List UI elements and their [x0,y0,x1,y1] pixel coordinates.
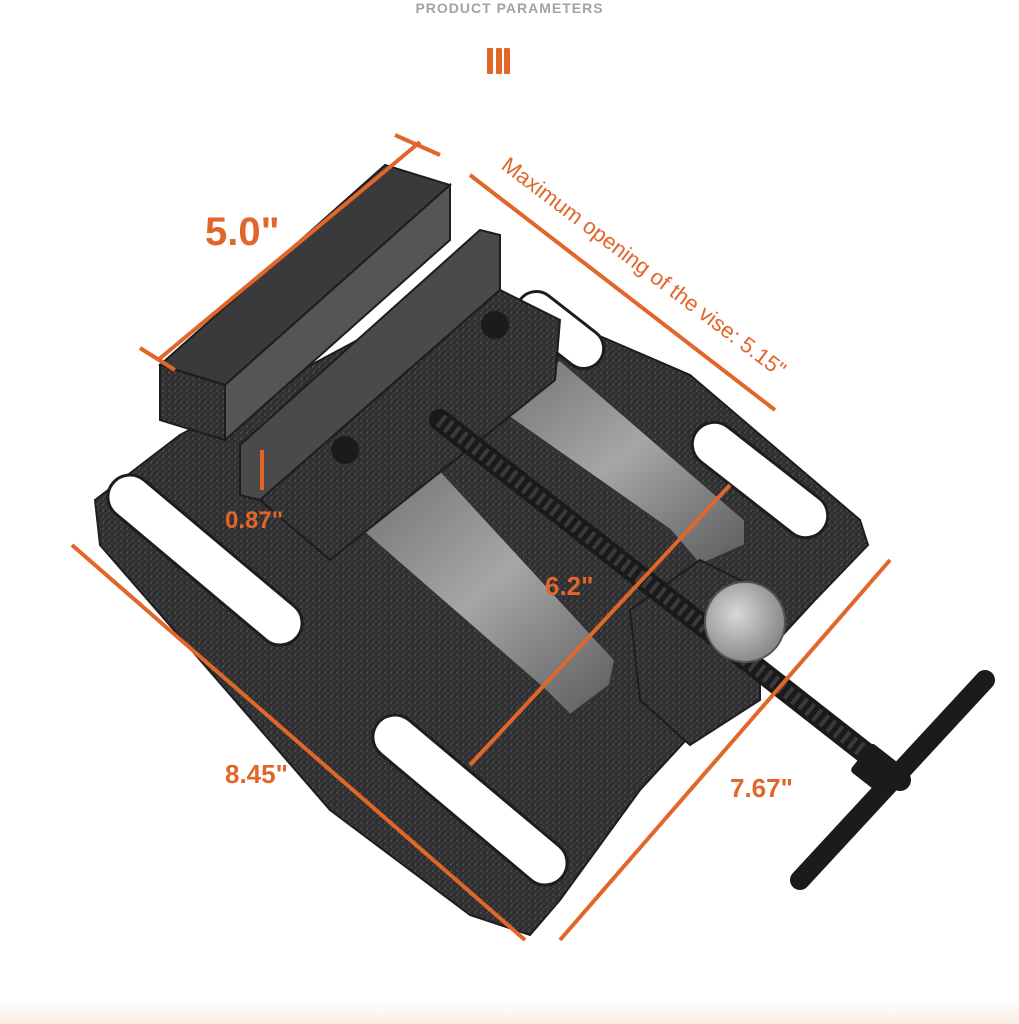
header-title: PRODUCT PARAMETERS [415,0,604,16]
accent-bars-logo [487,44,523,74]
jaw-height-label: 0.87" [225,507,283,534]
bottom-strip [0,1000,1019,1024]
vise-rails [348,358,746,717]
vise-fixed-jaw [158,163,452,443]
vise-moving-jaw [239,228,562,562]
base-length-label: 8.45" [225,759,288,789]
vise-screw-assembly [429,409,995,890]
rail-length-label: 6.2" [545,571,593,601]
base-width-label: 7.67" [730,773,793,803]
jaw-width-label: 5.0" [205,210,280,254]
dimension-lines [70,133,892,942]
